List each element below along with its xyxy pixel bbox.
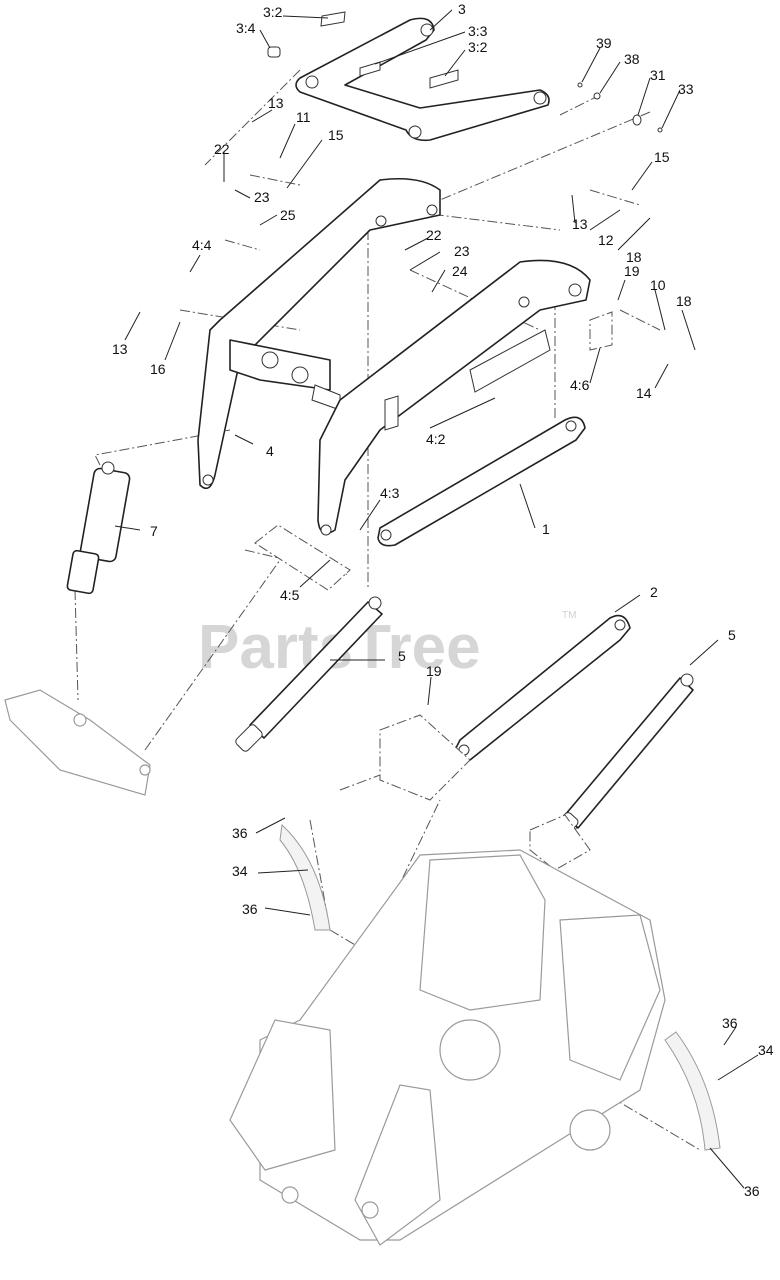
callout-1: 1 xyxy=(542,521,550,537)
lift-cylinder-5-right xyxy=(551,673,694,840)
callout-39: 39 xyxy=(596,35,612,51)
hardware-top-right xyxy=(577,82,663,133)
callout-25: 25 xyxy=(280,207,296,223)
callout-19-b: 19 xyxy=(426,663,442,679)
callout-4-5: 4:5 xyxy=(280,587,300,603)
callout-10: 10 xyxy=(650,277,666,293)
callout-3-4: 3:4 xyxy=(236,20,256,36)
callout-34-b: 34 xyxy=(758,1042,774,1058)
watermark-trademark: TM xyxy=(562,610,576,621)
callout-5-b: 5 xyxy=(728,627,736,643)
callout-14: 14 xyxy=(636,385,652,401)
callout-3-2-b: 3:2 xyxy=(468,39,488,55)
loader-frame xyxy=(229,849,666,1246)
callout-15-b: 15 xyxy=(654,149,670,165)
callout-36-c: 36 xyxy=(722,1015,738,1031)
reference-boxes xyxy=(254,311,613,871)
shield-34-right xyxy=(664,1031,721,1151)
callout-5-a: 5 xyxy=(398,648,406,664)
callout-33: 33 xyxy=(678,81,694,97)
callout-11: 11 xyxy=(296,109,311,125)
callout-18-b: 18 xyxy=(676,293,692,309)
tilt-cylinder-7 xyxy=(66,461,131,595)
callout-4-2: 4:2 xyxy=(426,431,446,447)
callout-38: 38 xyxy=(624,51,640,67)
callout-13-c: 13 xyxy=(112,341,128,357)
callout-23-b: 23 xyxy=(454,243,470,259)
callout-16: 16 xyxy=(150,361,166,377)
callout-31: 31 xyxy=(650,67,666,83)
callout-36-d: 36 xyxy=(744,1183,760,1199)
callout-labels: 3:2 3 3:4 3:3 3:2 39 38 31 33 13 11 15 2… xyxy=(112,1,774,1199)
link-2 xyxy=(454,614,631,762)
callout-23-a: 23 xyxy=(254,189,270,205)
callout-19-a: 19 xyxy=(624,263,640,279)
left-lift-arm xyxy=(197,177,441,490)
callout-4-6: 4:6 xyxy=(570,377,590,393)
callout-3: 3 xyxy=(458,1,466,17)
callout-22-b: 22 xyxy=(426,227,442,243)
callout-34-a: 34 xyxy=(232,863,248,879)
callout-2: 2 xyxy=(650,584,658,600)
link-1 xyxy=(377,416,586,547)
callout-18-a: 18 xyxy=(626,249,642,265)
callout-12: 12 xyxy=(598,232,614,248)
lift-cylinder-5-left xyxy=(235,596,383,752)
callout-3-3: 3:3 xyxy=(468,23,488,39)
callout-36-b: 36 xyxy=(242,901,258,917)
callout-4-3: 4:3 xyxy=(380,485,400,501)
callout-4: 4 xyxy=(266,443,274,459)
callout-15-a: 15 xyxy=(328,127,344,143)
attachment-plate xyxy=(4,689,151,796)
callout-36-a: 36 xyxy=(232,825,248,841)
callout-24: 24 xyxy=(452,263,468,279)
callout-13-a: 13 xyxy=(268,95,284,111)
callout-4-4: 4:4 xyxy=(192,237,212,253)
callout-leaders xyxy=(114,9,759,1189)
right-lift-arm xyxy=(317,259,591,536)
callout-22-a: 22 xyxy=(214,141,230,157)
shield-34-left xyxy=(279,823,331,931)
bucket-link-bracket xyxy=(267,11,550,142)
callout-13-b: 13 xyxy=(572,216,588,232)
callout-7: 7 xyxy=(150,523,158,539)
callout-3-2-a: 3:2 xyxy=(263,4,283,20)
